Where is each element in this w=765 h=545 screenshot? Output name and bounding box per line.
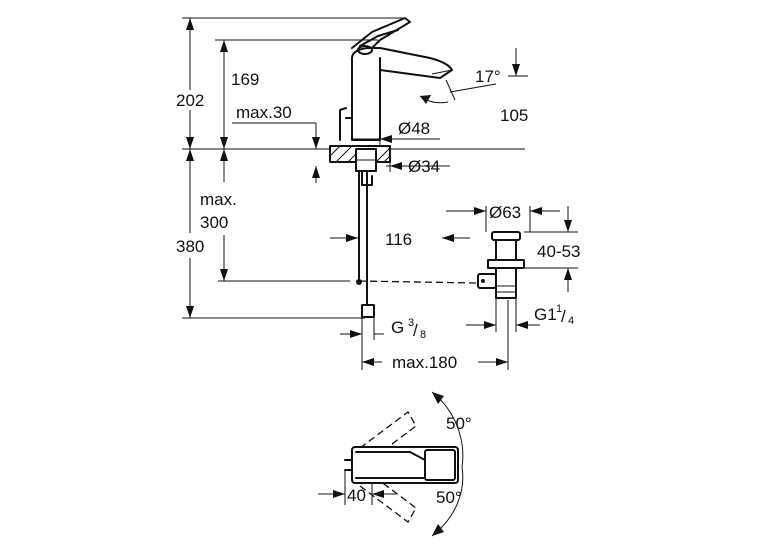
thread-g3-8-slash: / (413, 321, 418, 340)
angle-50-bottom (431, 466, 464, 537)
dimension-169-label: 169 (231, 70, 259, 89)
angle-50-bottom-label: 50° (436, 488, 462, 507)
dimension-d48 (352, 132, 440, 146)
dimension-202-label: 202 (176, 91, 204, 110)
thread-g1-1-4-numerator: 1 (556, 303, 562, 315)
thread-g1-1-4-denominator: 4 (568, 315, 574, 327)
top-view-lever (344, 411, 459, 523)
dimension-max-180-label: max.180 (392, 353, 457, 372)
angle-50-top (431, 391, 464, 468)
dimension-40-53 (524, 206, 578, 292)
dimension-d34 (386, 160, 450, 172)
thread-g3-8-numerator: 3 (408, 317, 414, 329)
popup-rod-dashed (358, 280, 479, 284)
dimension-40-label: 40 (347, 486, 366, 505)
dimension-380-label: 380 (176, 237, 204, 256)
dimension-d34-label: Ø34 (408, 157, 440, 176)
dimension-202 (186, 18, 194, 149)
thread-g1-1-4-slash: / (561, 307, 566, 326)
counter-top-section (329, 145, 391, 172)
spout-angle-label: 17° (475, 67, 501, 86)
dimension-max-300 (220, 149, 228, 281)
dimension-380 (186, 149, 194, 318)
faucet-body (339, 17, 453, 141)
dimension-d63 (446, 206, 560, 232)
dimension-116 (330, 234, 470, 242)
dimension-169 (220, 40, 228, 149)
dimension-max-30 (232, 122, 320, 183)
dimension-105-label: 105 (500, 106, 528, 125)
thread-g1-1-4-main: G1 (534, 305, 557, 324)
supply-hoses (356, 170, 375, 318)
thread-g3-8-main: G (391, 318, 404, 337)
dimension-105 (508, 48, 528, 77)
dimension-d63-label: Ø63 (489, 203, 521, 222)
dimension-max-300-label-line2: 300 (200, 213, 228, 232)
dimension-max-180 (362, 300, 509, 370)
thread-g1-1-4 (466, 298, 540, 332)
thread-g3-8 (340, 317, 384, 370)
dimension-max-30-label: max.30 (236, 103, 292, 122)
dimension-d48-label: Ø48 (398, 119, 430, 138)
waste-assembly (477, 231, 525, 299)
dimension-40-53-label: 40-53 (537, 242, 580, 261)
angle-50-top-label: 50° (446, 414, 472, 433)
dimension-40 (318, 470, 396, 505)
thread-g3-8-denominator: 8 (420, 329, 426, 341)
dimension-116-label: 116 (385, 230, 412, 249)
dimension-max-300-label-line1: max. (200, 190, 237, 209)
spout-angle-indicator (419, 79, 497, 104)
